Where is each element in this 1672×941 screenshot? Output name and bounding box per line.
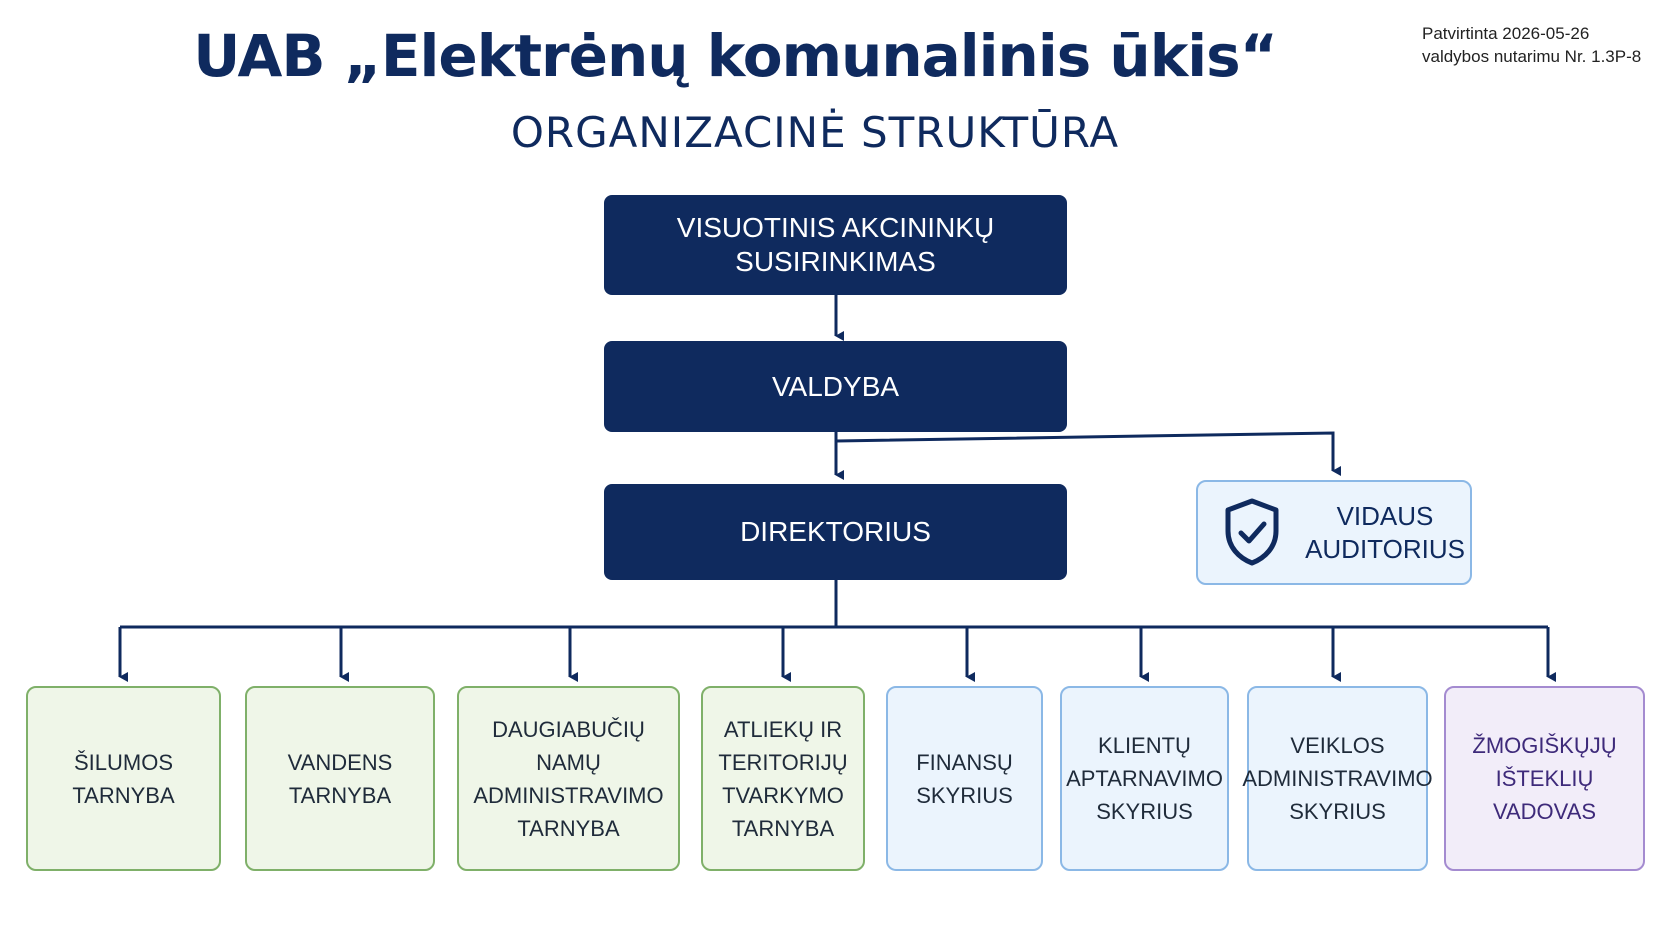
node-board-label: VALDYBA xyxy=(771,370,900,402)
dept-apartment-administration: DAUGIABUČIŲ NAMŲ ADMINISTRAVIMO TARNYBA xyxy=(457,686,680,871)
dept-waste-territory-service: ATLIEKŲ IR TERITORIJŲ TVARKYMO TARNYBA xyxy=(701,686,865,871)
dept-finance: FINANSŲ SKYRIUS xyxy=(886,686,1043,871)
page-title: UAB „Elektrėnų komunalinis ūkis“ xyxy=(193,22,1278,90)
dept-human-resources: ŽMOGIŠKŲJŲ IŠTEKLIŲ VADOVAS xyxy=(1444,686,1645,871)
dept-operations-administration: VEIKLOS ADMINISTRAVIMO SKYRIUS xyxy=(1242,686,1433,871)
dept-label: ŽMOGIŠKŲJŲ IŠTEKLIŲ VADOVAS xyxy=(1472,733,1617,824)
dept-label: ATLIEKŲ IR TERITORIJŲ TVARKYMO TARNYBA xyxy=(718,716,848,841)
page-subtitle: ORGANIZACINĖ STRUKTŪRA xyxy=(510,108,1120,157)
dept-label: VANDENS TARNYBA xyxy=(287,749,393,808)
dept-label: VEIKLOS ADMINISTRAVIMO SKYRIUS xyxy=(1242,733,1433,824)
link-board-auditor xyxy=(835,431,1341,476)
node-internal-auditor-label: VIDAUS AUDITORIUS xyxy=(1305,501,1465,564)
dept-label: DAUGIABUČIŲ NAMŲ ADMINISTRAVIMO TARNYBA xyxy=(473,716,664,841)
node-shareholders-meeting: VISUOTINIS AKCININKŲ SUSIRINKIMAS xyxy=(604,195,1067,295)
dept-label: KLIENTŲ APTARNAVIMO SKYRIUS xyxy=(1066,733,1223,824)
dept-label: FINANSŲ SKYRIUS xyxy=(916,749,1013,808)
dept-label: ŠILUMOS TARNYBA xyxy=(72,749,175,808)
approval-date: Patvirtinta 2026-05-26 xyxy=(1422,24,1590,43)
dept-heating-service: ŠILUMOS TARNYBA xyxy=(26,686,221,871)
node-director-label: DIREKTORIUS xyxy=(740,516,931,547)
node-board: VALDYBA xyxy=(604,341,1067,432)
dept-customer-service: KLIENTŲ APTARNAVIMO SKYRIUS xyxy=(1060,686,1229,871)
node-shareholders-label: VISUOTINIS AKCININKŲ SUSIRINKIMAS xyxy=(676,212,995,277)
approval-note: Patvirtinta 2026-05-26 valdybos nutarimu… xyxy=(1422,22,1641,68)
approval-resolution: valdybos nutarimu Nr. 1.3P-8 xyxy=(1422,47,1642,66)
shield-check-icon xyxy=(1225,498,1279,566)
dept-water-service: VANDENS TARNYBA xyxy=(245,686,435,871)
node-director: DIREKTORIUS xyxy=(604,484,1067,580)
